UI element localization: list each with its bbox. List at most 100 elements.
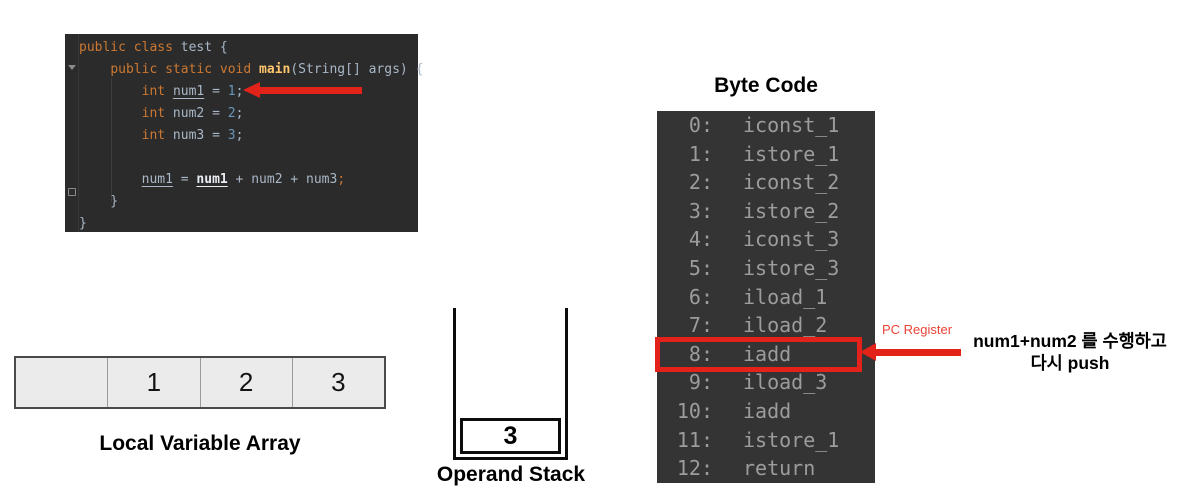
bytecode-row: 2: iconst_2 — [657, 168, 875, 197]
bytecode-instruction: iconst_1 — [743, 113, 840, 137]
lva-cell: 3 — [291, 358, 384, 407]
code-lines: public class test { public static void m… — [79, 37, 423, 235]
bytecode-row: 4:iconst_3 — [657, 225, 875, 254]
code-token: = — [172, 172, 197, 187]
code-token — [79, 172, 142, 187]
bytecode-title: Byte Code — [714, 74, 818, 97]
bytecode-instruction: istore_1 — [743, 141, 840, 166]
code-token — [165, 84, 173, 99]
bytecode-instruction: istore_2 — [743, 198, 840, 223]
bytecode-offset: 1: — [688, 141, 713, 166]
bytecode-row: 3:istore_2 — [657, 197, 875, 226]
bytecode-row: 10: iadd — [657, 397, 875, 426]
code-line: } — [79, 213, 423, 235]
stack-item: 3 — [460, 418, 561, 454]
code-line: public class test { — [79, 37, 423, 59]
code-token: num2 = — [165, 106, 228, 121]
bytecode-instruction: istore_1 — [743, 427, 840, 452]
bytecode-offset: 6: — [688, 284, 713, 309]
bytecode-instruction: iconst_2 — [743, 170, 840, 195]
code-token: public class — [79, 40, 173, 55]
arrow-tip — [243, 82, 260, 98]
bytecode-offset: 4: — [688, 227, 713, 252]
lva-cell: 1 — [107, 358, 199, 407]
code-token: ; — [235, 106, 244, 121]
bytecode-highlight-box — [655, 337, 862, 372]
code-token: 3 — [227, 128, 236, 143]
code-token: 2 — [227, 106, 236, 121]
bytecode-row: 7:iload_2 — [657, 311, 875, 340]
editor-gutter — [65, 34, 79, 232]
arrow-shaft — [258, 87, 362, 94]
bytecode-row: 11: istore_1 — [657, 426, 875, 455]
local-variable-array-label: Local Variable Array — [99, 432, 301, 455]
code-token — [79, 62, 110, 77]
code-token: public static void — [110, 62, 260, 77]
bytecode-instruction: iload_3 — [743, 370, 828, 395]
code-token: = — [204, 84, 228, 99]
code-token: main — [259, 62, 291, 77]
bytecode-instruction: iadd — [743, 341, 792, 366]
code-token: int — [141, 106, 166, 121]
bytecode-offset: 12: — [676, 456, 713, 481]
code-token: ; — [235, 84, 244, 99]
arrow-tip — [860, 343, 876, 361]
code-token: ; — [337, 172, 346, 187]
code-token: ; — [235, 128, 244, 143]
code-line: public static void main(String[] args) { — [79, 59, 423, 81]
code-token: num1 — [196, 172, 228, 187]
code-token — [79, 106, 142, 121]
bytecode-row: 12: return — [657, 454, 875, 483]
code-line — [79, 147, 423, 169]
annotation-line-2: 다시 push — [1030, 352, 1110, 373]
code-token: test { — [172, 40, 228, 55]
code-token: num1 — [172, 84, 205, 99]
code-line: int num3 = 3; — [79, 125, 423, 147]
code-line: num1 = num1 + num2 + num3; — [79, 169, 423, 191]
bytecode-row: 5: istore_3 — [657, 254, 875, 283]
code-token — [79, 84, 142, 99]
bytecode-annotation: num1+num2 를 수행하고 다시 push — [955, 331, 1185, 374]
code-token: + num2 + num3 — [227, 172, 338, 187]
fold-collapse-icon[interactable] — [68, 65, 76, 70]
arrow-shaft — [874, 348, 961, 356]
code-line: } — [79, 191, 423, 213]
bytecode-offset: 9: — [688, 370, 713, 395]
bytecode-instruction: iadd — [743, 398, 792, 423]
bytecode-offset: 10: — [676, 398, 713, 423]
code-token — [79, 128, 142, 143]
bytecode-offset: 5: — [688, 255, 713, 280]
pc-register-label: PC Register — [882, 322, 953, 337]
lva-cell — [16, 358, 107, 407]
bytecode-offset: 2: — [688, 170, 713, 195]
fold-end-icon[interactable] — [68, 188, 76, 196]
bytecode-instruction: iload_2 — [743, 313, 828, 338]
code-token: num3 = — [165, 128, 228, 143]
bytecode-instruction: iload_1 — [743, 284, 828, 309]
bytecode-offset: 11: — [676, 427, 713, 452]
indent-guide-line — [111, 78, 112, 202]
code-token: int — [141, 128, 166, 143]
bytecode-row: 6: iload_1 — [657, 283, 875, 312]
bytecode-row: 9: iload_3 — [657, 368, 875, 397]
code-token: (String[] args) { — [290, 62, 424, 77]
bytecode-row: 1: istore_1 — [657, 140, 875, 169]
bytecode-instruction: return — [743, 456, 816, 481]
code-token: } — [79, 216, 87, 231]
code-line: int num2 = 2; — [79, 103, 423, 125]
annotation-line-1: num1+num2 를 수행하고 — [973, 331, 1167, 351]
code-token: 1 — [227, 84, 236, 99]
code-line: int num1 = 1; — [79, 81, 423, 103]
code-token: } — [79, 194, 119, 209]
pc-register-arrow-icon — [860, 343, 961, 361]
bytecode-offset: 8: — [688, 341, 713, 366]
code-token: int — [141, 84, 166, 99]
operand-stack: 3 — [453, 308, 568, 460]
lva-cell: 2 — [199, 358, 292, 407]
code-token: num1 — [141, 172, 173, 187]
code-line-pointer-arrow-icon — [243, 82, 363, 99]
bytecode-instruction: istore_3 — [743, 255, 840, 280]
